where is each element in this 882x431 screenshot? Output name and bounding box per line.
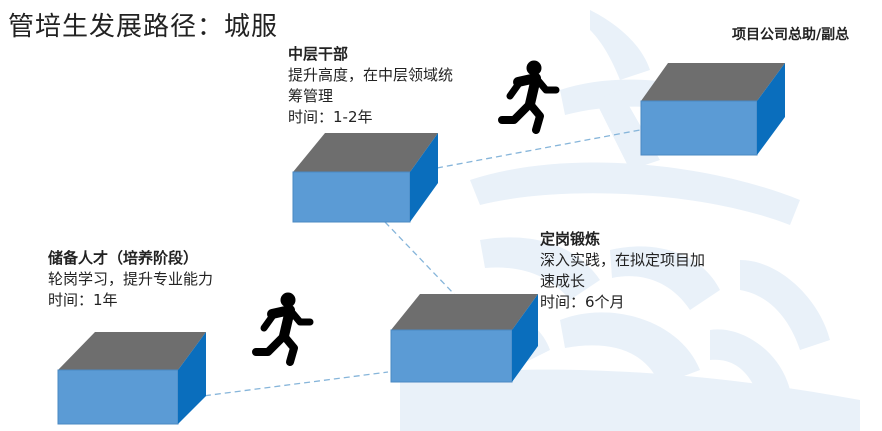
stage-box-1 bbox=[57, 332, 206, 425]
stage-1-time: 时间：1年 bbox=[48, 291, 118, 309]
stage-1-desc: 轮岗学习，提升专业能力 bbox=[48, 270, 214, 288]
box-top bbox=[641, 63, 785, 101]
box-side bbox=[757, 63, 785, 155]
page-title: 管培生发展路径：城服 bbox=[8, 12, 279, 42]
stage-3-desc-line2: 筹管理 bbox=[288, 87, 334, 105]
stage-2-desc-line2: 速成长 bbox=[540, 272, 586, 290]
box-front bbox=[57, 369, 179, 425]
stage-3-text: 中层干部 提升高度，在中层领域统 筹管理 时间：1-2年 bbox=[288, 44, 453, 128]
box-front bbox=[390, 329, 513, 383]
running-person-icon bbox=[498, 60, 560, 134]
stage-2-time: 时间：6个月 bbox=[540, 293, 625, 311]
stage-3-heading: 中层干部 bbox=[288, 45, 349, 63]
connector-1-2 bbox=[194, 371, 389, 398]
stage-3-time: 时间：1-2年 bbox=[288, 108, 373, 126]
running-person-icon bbox=[252, 292, 314, 366]
box-top bbox=[58, 332, 206, 370]
box-side bbox=[512, 294, 538, 382]
connector-3-4 bbox=[436, 129, 641, 169]
stage-box-4 bbox=[640, 63, 785, 156]
stage-2-heading: 定岗锻炼 bbox=[540, 230, 601, 248]
stage-box-2 bbox=[390, 294, 538, 383]
stage-4-label: 项目公司总助/副总 bbox=[732, 27, 850, 43]
stage-1-heading: 储备人才（培养阶段） bbox=[48, 249, 199, 267]
stage-3-desc-line1: 提升高度，在中层领域统 bbox=[288, 66, 454, 84]
box-front bbox=[292, 171, 411, 223]
stage-2-text: 定岗锻炼 深入实践，在拟定项目加 速成长 时间：6个月 bbox=[540, 229, 705, 313]
box-top bbox=[391, 294, 538, 330]
box-top bbox=[293, 133, 438, 172]
stage-1-text: 储备人才（培养阶段） 轮岗学习，提升专业能力 时间：1年 bbox=[48, 248, 213, 311]
stage-box-3 bbox=[292, 133, 438, 223]
connector-lines bbox=[194, 129, 641, 398]
box-side bbox=[410, 133, 438, 222]
connector-3-2 bbox=[384, 221, 456, 296]
box-front bbox=[640, 100, 758, 156]
stage-2-desc-line1: 深入实践，在拟定项目加 bbox=[540, 251, 706, 269]
box-side bbox=[178, 332, 206, 424]
